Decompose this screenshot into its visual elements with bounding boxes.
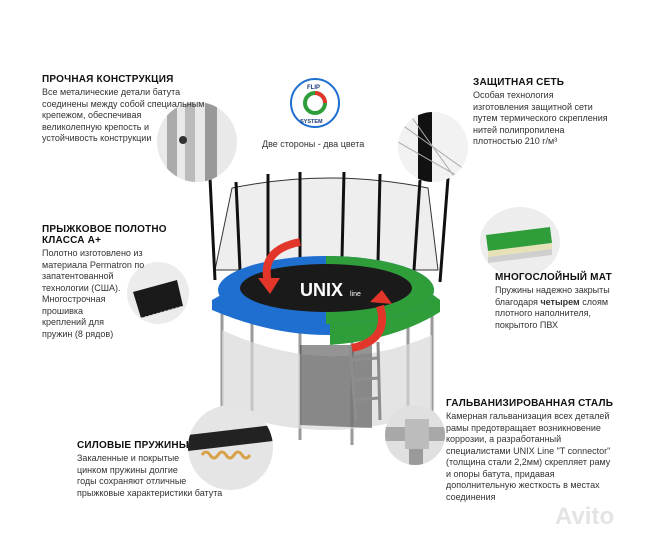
layered-mat-title: МНОГОСЛОЙНЫЙ МАТ — [495, 272, 612, 283]
net-block: ЗАЩИТНАЯ СЕТЬ Особая технология изготовл… — [473, 77, 643, 148]
jump-mat-title: ПРЫЖКОВОЕ ПОЛОТНО КЛАССА А+ — [42, 224, 167, 246]
jump-mat-surface — [240, 264, 412, 312]
jump-mat-detail-image — [127, 262, 189, 324]
layered-mat-detail-image — [480, 207, 560, 277]
avito-watermark: Avito — [555, 503, 615, 530]
construction-detail-image — [157, 102, 237, 182]
net-title: ЗАЩИТНАЯ СЕТЬ — [473, 77, 565, 88]
construction-block: ПРОЧНАЯ КОНСТРУКЦИЯ Все металические дет… — [42, 74, 232, 145]
jump-mat-block: ПРЫЖКОВОЕ ПОЛОТНО КЛАССА А+ Полотно изго… — [42, 224, 172, 340]
net-detail-image — [398, 112, 468, 182]
springs-detail-image — [188, 405, 273, 490]
svg-text:FLIP: FLIP — [307, 85, 320, 91]
springs-block: СИЛОВЫЕ ПРУЖИНЫ Закаленные и покрытые ци… — [77, 440, 257, 499]
steel-title: ГАЛЬВАНИЗИРОВАННАЯ СТАЛЬ — [446, 398, 614, 409]
springs-title: СИЛОВЫЕ ПРУЖИНЫ — [77, 440, 189, 451]
flip-caption: Две стороны - два цвета — [262, 139, 365, 149]
jump-mat-text: Полотно изготовлено из материала Permatr… — [42, 248, 145, 339]
ladder — [348, 341, 382, 423]
springs-text: Закаленные и покрытые цинком пружины дол… — [77, 453, 223, 498]
steel-detail-image — [385, 405, 445, 465]
svg-text:SYSTEM: SYSTEM — [300, 119, 323, 125]
net-text: Особая технология изготовления защитной … — [473, 90, 608, 146]
svg-text:line: line — [350, 291, 361, 298]
layered-mat-block: МНОГОСЛОЙНЫЙ МАТ Пружины надежно закрыты… — [495, 272, 645, 331]
construction-title: ПРОЧНАЯ КОНСТРУКЦИЯ — [42, 74, 174, 85]
layered-mat-text: Пружины надежно закрыты благодаря четыре… — [495, 285, 610, 330]
construction-text: Все металические детали батута соединены… — [42, 87, 205, 143]
flip-arrow-left — [262, 238, 301, 283]
flip-system-badge: FLIP SYSTEM — [289, 77, 341, 129]
steel-text: Камерная гальванизация всех деталей рамы… — [446, 411, 611, 502]
steel-block: ГАЛЬВАНИЗИРОВАННАЯ СТАЛЬ Камерная гальва… — [446, 398, 646, 503]
flip-arrow-right — [351, 304, 387, 352]
unix-logo: UNIX — [300, 280, 343, 300]
